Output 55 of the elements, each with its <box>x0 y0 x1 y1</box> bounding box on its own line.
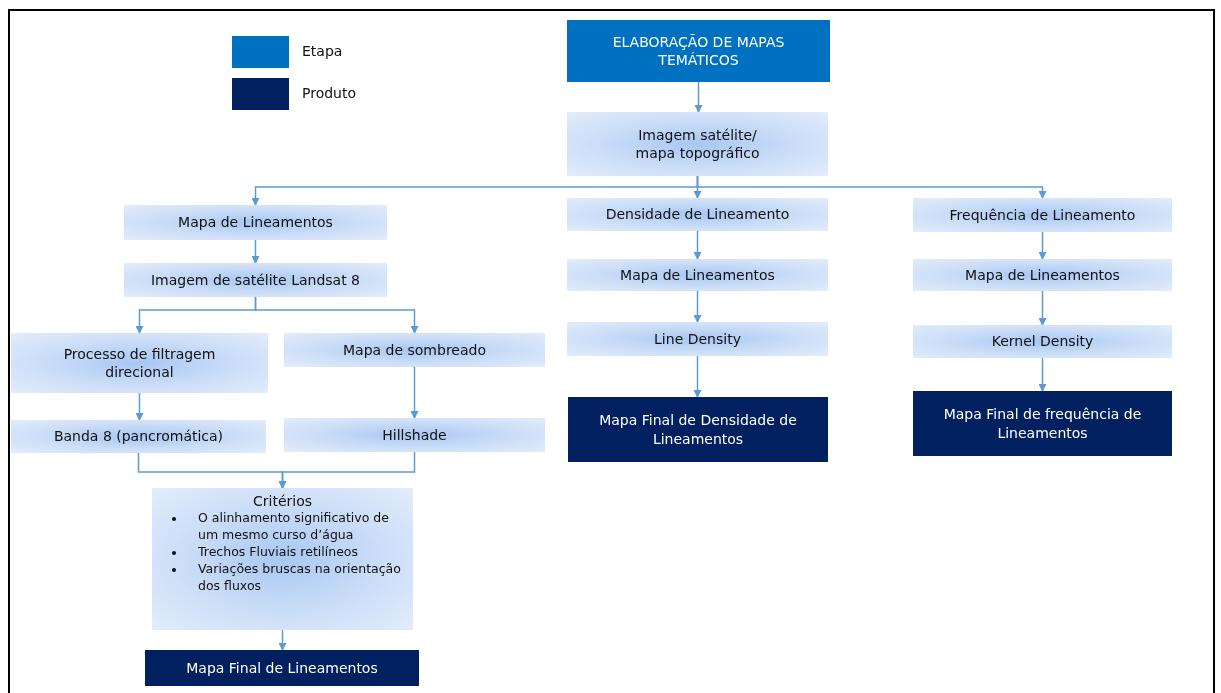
node-label: ELABORAÇÃO DE MAPAS TEMÁTICOS <box>611 32 786 70</box>
node-label: Mapa Final de Densidade de Lineamentos <box>598 411 798 448</box>
arrow <box>278 451 416 489</box>
process-box <box>284 333 545 367</box>
stage-box <box>567 20 830 82</box>
process-box <box>913 198 1172 232</box>
arrow <box>278 629 287 651</box>
node-label: Mapa de sombreado <box>343 340 486 360</box>
node-label: Line Density <box>654 329 741 349</box>
node-label: Mapa Final de Lineamentos <box>186 658 378 678</box>
node-label: Imagem de satélite Landsat 8 <box>150 270 361 290</box>
process-box <box>913 325 1172 358</box>
process-box <box>284 418 545 452</box>
process-box <box>913 259 1172 291</box>
arrow <box>1038 231 1047 260</box>
node-label: Processo de filtragem direcional <box>62 344 217 382</box>
process-box <box>124 263 387 297</box>
arrow <box>693 355 702 398</box>
process-box <box>11 333 268 393</box>
process-box <box>567 198 828 231</box>
arrow <box>251 239 260 264</box>
arrow <box>135 392 144 421</box>
arrow <box>410 366 419 419</box>
node-label: Imagem satélite/ mapa topográfico <box>634 125 761 163</box>
process-box <box>567 259 828 291</box>
arrow <box>1038 357 1047 392</box>
node-label: Densidade de Lineamento <box>605 205 790 224</box>
node-label: Mapa de Lineamentos <box>620 265 775 285</box>
product-box <box>145 650 419 686</box>
criterion-item: O alinhamento significativo de um mesmo curso d’água <box>166 510 403 544</box>
node-label: Mapa de Lineamentos <box>965 265 1120 285</box>
criteria-heading: Critérios <box>252 492 313 511</box>
node-label: Banda 8 (pancromática) <box>53 427 224 446</box>
process-box <box>567 322 828 356</box>
arrow <box>1038 290 1047 326</box>
node-label: Frequência de Lineamento <box>949 205 1136 225</box>
process-box <box>124 205 387 240</box>
criteria-box <box>152 488 413 630</box>
node-label: Hillshade <box>382 425 447 445</box>
product-box <box>913 391 1172 456</box>
arrow <box>696 175 1047 199</box>
criterion-item: Trechos Fluviais retilíneos <box>166 543 403 561</box>
legend-label: Produto <box>302 85 357 101</box>
process-box <box>11 420 266 453</box>
node-label: Mapa Final de frequência de Lineamentos <box>942 405 1143 442</box>
arrow <box>693 290 702 323</box>
legend-label: Etapa <box>302 43 343 59</box>
node-label: Mapa de Lineamentos <box>178 213 333 232</box>
criterion-item: Variações bruscas na orientação dos fluxos <box>166 560 403 595</box>
arrow <box>694 81 703 113</box>
process-box <box>567 112 828 176</box>
node-label: Kernel Density <box>991 332 1094 351</box>
arrow <box>254 296 419 334</box>
product-box <box>568 397 828 462</box>
arrow <box>693 230 702 260</box>
